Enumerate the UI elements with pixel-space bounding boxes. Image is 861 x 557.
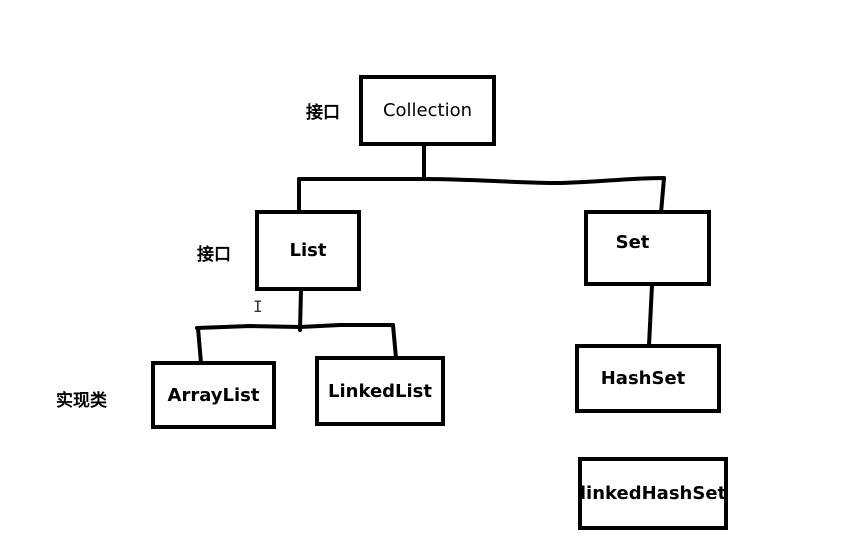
implementation-class-label: 实现类 bbox=[56, 391, 107, 411]
node-hashset-text: HashSet bbox=[600, 368, 686, 389]
interface-label-collection: 接口 bbox=[306, 103, 340, 123]
edge-list-bar bbox=[195, 323, 395, 330]
node-linkedlist-text: LinkedList bbox=[328, 380, 432, 402]
text-cursor-icon: I bbox=[253, 297, 263, 316]
edge-to-set bbox=[659, 176, 666, 215]
node-collection: Collection bbox=[359, 75, 496, 146]
node-collection-text: Collection bbox=[382, 100, 473, 121]
node-set-text: Set bbox=[615, 231, 650, 253]
node-linkedhashset-text: linkedHashSet bbox=[579, 483, 727, 504]
node-list: List bbox=[255, 210, 361, 291]
edge-collection-bar bbox=[297, 176, 666, 185]
interface-label-list: 接口 bbox=[197, 245, 231, 265]
node-arraylist-text: ArrayList bbox=[167, 384, 260, 406]
node-list-text: List bbox=[289, 240, 327, 261]
edge-set-to-hashset bbox=[647, 283, 654, 347]
node-set: Set bbox=[584, 210, 711, 286]
node-arraylist: ArrayList bbox=[151, 361, 276, 429]
node-hashset: HashSet bbox=[575, 344, 721, 413]
edge-to-linkedlist bbox=[391, 323, 398, 360]
edge-list-stem bbox=[298, 288, 303, 332]
edge-to-arraylist bbox=[196, 326, 203, 365]
node-linkedhashset: linkedHashSet bbox=[578, 457, 728, 530]
node-linkedlist: LinkedList bbox=[315, 356, 445, 426]
